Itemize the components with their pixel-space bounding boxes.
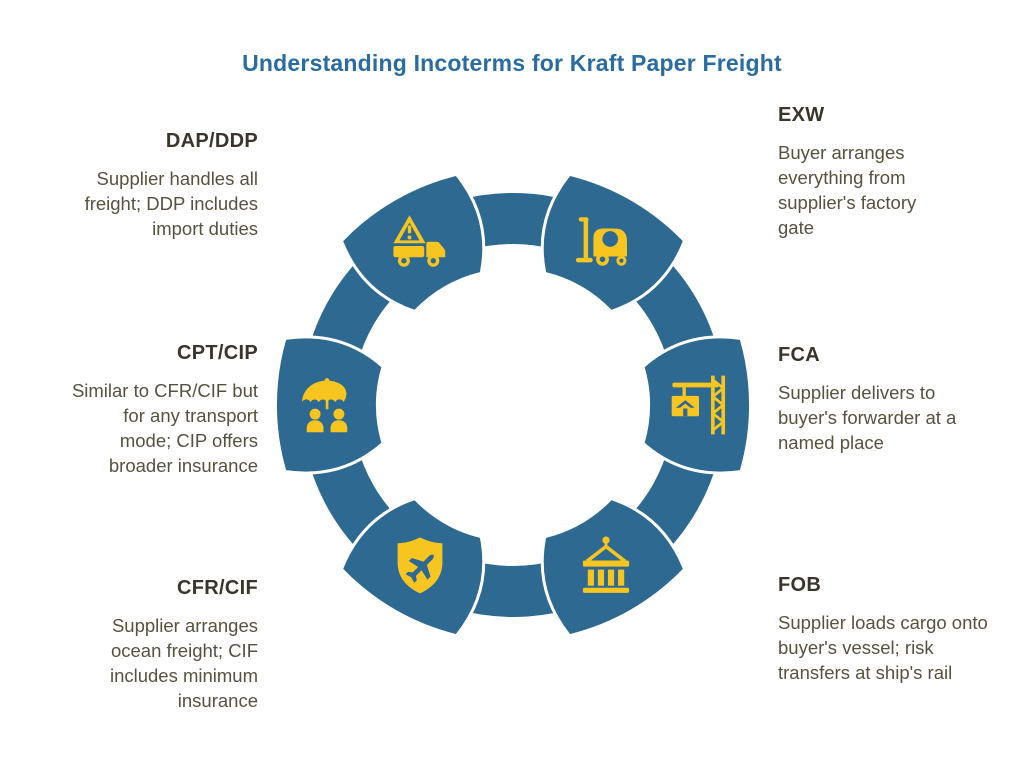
incoterms-ring-diagram	[274, 173, 752, 637]
term-description-exw: Buyer arranges everything from supplier'…	[778, 142, 917, 239]
term-description-fob: Supplier loads cargo onto buyer's vessel…	[778, 612, 988, 684]
shield-airplane-icon	[397, 537, 443, 594]
term-description-dap-ddp: Supplier handles all freight; DDP includ…	[84, 168, 258, 240]
term-heading-exw: EXW	[778, 104, 825, 126]
ring-segment-fob	[540, 497, 686, 637]
term-description-cpt-cip: Similar to CFR/CIF but for any transport…	[71, 380, 258, 477]
term-description-cfr-cif: Supplier arranges ocean freight; CIF inc…	[109, 615, 258, 712]
page-title: Understanding Incoterms for Kraft Paper …	[242, 50, 782, 76]
term-heading-fca: FCA	[778, 344, 821, 366]
term-heading-cpt-cip: CPT/CIP	[177, 342, 258, 364]
term-heading-fob: FOB	[778, 574, 822, 596]
term-block-fca: FCA Supplier delivers to buyer's forward…	[778, 344, 983, 455]
umbrella-people-icon	[302, 378, 348, 433]
ring-diagram-container	[266, 158, 760, 652]
forklift-icon	[575, 217, 627, 266]
term-description-fca: Supplier delivers to buyer's forwarder a…	[778, 382, 957, 454]
truck-warning-icon	[393, 215, 446, 267]
term-block-exw: EXW Buyer arranges everything from suppl…	[778, 104, 953, 241]
term-block-dap-ddp: DAP/DDP Supplier handles all freight; DD…	[58, 130, 258, 241]
crane-container-icon	[671, 375, 726, 435]
term-block-cfr-cif: CFR/CIF Supplier arranges ocean freight;…	[80, 577, 258, 714]
term-heading-dap-ddp: DAP/DDP	[165, 130, 258, 152]
container-hook-icon	[582, 536, 630, 593]
term-heading-cfr-cif: CFR/CIF	[177, 577, 258, 599]
term-block-fob: FOB Supplier loads cargo onto buyer's ve…	[778, 574, 990, 685]
ring-segment-cpt-cip	[274, 335, 385, 475]
term-block-cpt-cip: CPT/CIP Similar to CFR/CIF but for any t…	[70, 342, 258, 479]
